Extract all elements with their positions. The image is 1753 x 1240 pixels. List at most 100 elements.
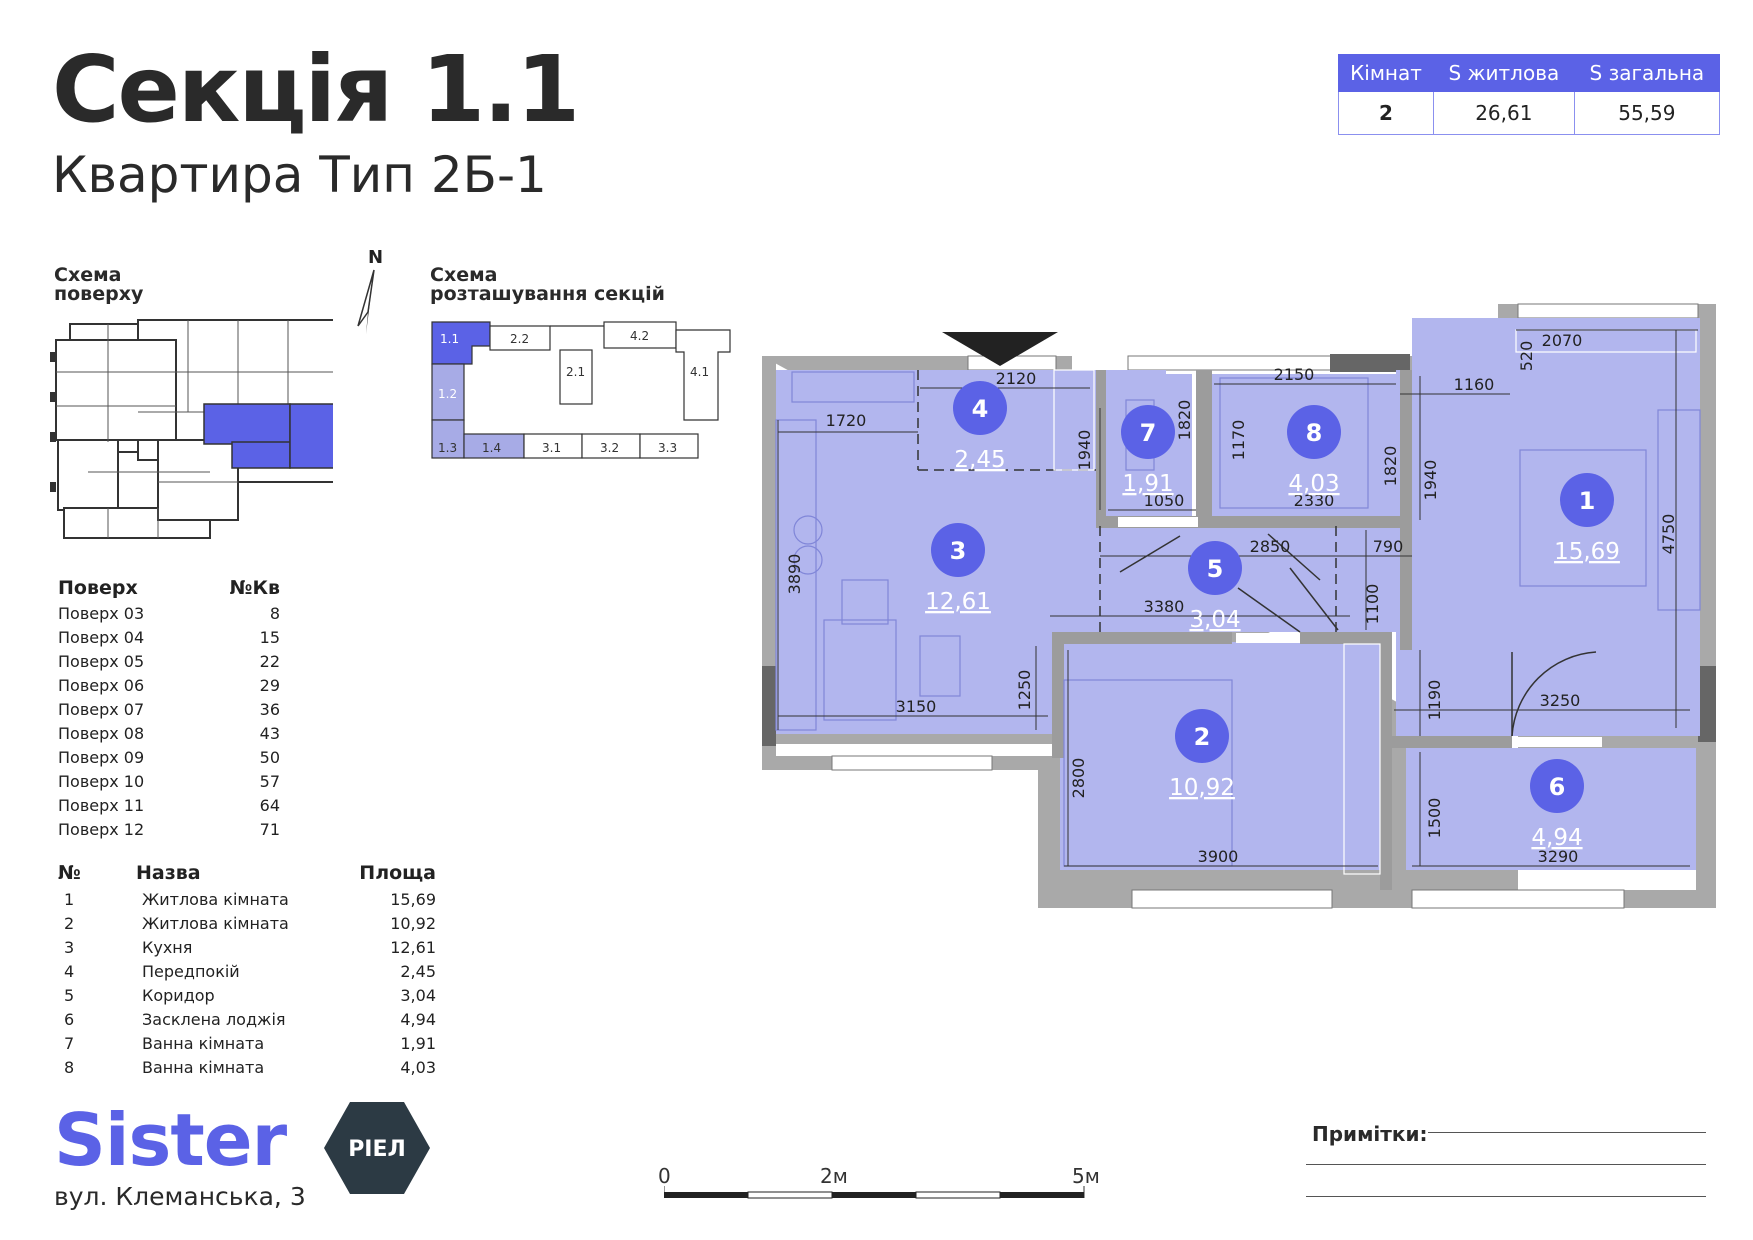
dimension-label: 2150 <box>1274 365 1315 384</box>
sections-scheme-label: Схема розташування секцій <box>430 266 665 304</box>
dimension-label: 1250 <box>1015 670 1034 711</box>
dimension-label: 1500 <box>1425 798 1444 839</box>
section-4-2: 4.2 <box>630 329 649 343</box>
summary-total-area: 55,59 <box>1573 91 1721 135</box>
summary-rooms: 2 <box>1338 91 1434 135</box>
section-3-1: 3.1 <box>542 441 561 455</box>
room-badge-number: 3 <box>950 537 967 565</box>
notes-line-3 <box>1306 1196 1706 1197</box>
room-number: 2 <box>64 914 75 933</box>
sections-scheme-label-1: Схема <box>430 264 498 286</box>
summary-header-rooms: Кімнат <box>1338 54 1434 92</box>
dimension-label: 2120 <box>996 369 1037 388</box>
dimension-label: 2070 <box>1542 331 1583 350</box>
highlighted-apartment <box>203 403 333 469</box>
floor-scheme-label: Схема поверху <box>54 266 143 304</box>
floor-scheme-label-2: поверху <box>54 283 144 305</box>
room-area-label: 15,69 <box>1554 539 1620 565</box>
dimension-label: 2850 <box>1250 537 1291 556</box>
dimension-label: 1940 <box>1421 460 1440 501</box>
room-badge-circle <box>1188 541 1242 595</box>
dimension-label: 3900 <box>1198 847 1239 866</box>
room-number: 8 <box>64 1058 75 1077</box>
room-number: 3 <box>64 938 75 957</box>
room-badge-circle <box>953 381 1007 435</box>
scale-label-2m: 2м <box>820 1164 848 1188</box>
room-area-label: 4,03 <box>1288 471 1339 497</box>
section-1-2: 1.2 <box>438 387 457 401</box>
floor-apt-number: 43 <box>259 724 280 743</box>
room-area: 10,92 <box>390 914 436 933</box>
dimension-label: 1820 <box>1381 446 1400 487</box>
notes-line-1 <box>1428 1132 1706 1133</box>
dimension-label: 520 <box>1517 341 1536 372</box>
floors-header-floor: Поверх <box>58 577 138 599</box>
room-row: 8 Ванна кімната 4,03 <box>58 1056 436 1080</box>
floor-name: Поверх 11 <box>58 796 145 815</box>
dimension-label: 3150 <box>896 697 937 716</box>
room-area: 15,69 <box>390 890 436 909</box>
dimension-label: 3380 <box>1144 597 1185 616</box>
dimension-label: 4750 <box>1659 514 1678 555</box>
room-name: Передпокій <box>142 962 240 981</box>
brand-badge: РІЕЛ <box>324 1102 430 1194</box>
dimension-label: 3890 <box>785 554 804 595</box>
floor-row: Поверх 12 71 <box>58 818 280 842</box>
dimension-label: 3250 <box>1540 691 1581 710</box>
room-badge-circle <box>1287 405 1341 459</box>
floor-name: Поверх 08 <box>58 724 145 743</box>
rooms-header-name: Назва <box>136 862 201 884</box>
rooms-header-area: Площа <box>359 862 436 884</box>
room-name: Засклена лоджія <box>142 1010 286 1029</box>
room-number: 5 <box>64 986 75 1005</box>
room-area: 4,03 <box>400 1058 436 1077</box>
sections-scheme-label-2: розташування секцій <box>430 283 665 305</box>
sections-scheme-map: 1.1 2.2 4.2 2.1 4.1 1.2 1.3 1.4 3.1 3.2 … <box>431 321 731 459</box>
section-1-1: 1.1 <box>440 332 459 346</box>
room-area: 1,91 <box>400 1034 436 1053</box>
floor-name: Поверх 12 <box>58 820 145 839</box>
room-badge-number: 8 <box>1306 419 1323 447</box>
dimension-label: 1100 <box>1363 584 1382 625</box>
room-name: Житлова кімната <box>142 890 289 909</box>
room-badge-circle <box>931 523 985 577</box>
floor-name: Поверх 05 <box>58 652 145 671</box>
room-area: 12,61 <box>390 938 436 957</box>
room-name: Ванна кімната <box>142 1058 265 1077</box>
room-badge-number: 2 <box>1194 723 1211 751</box>
rooms-header-num: № <box>58 862 81 884</box>
north-arrow-icon <box>357 269 375 334</box>
floor-apt-number: 71 <box>259 820 280 839</box>
floor-apt-number: 15 <box>259 628 280 647</box>
room-area-label: 12,61 <box>925 589 991 615</box>
room-badge-circle <box>1175 709 1229 763</box>
north-label: N <box>368 247 384 268</box>
floor-apt-number: 50 <box>259 748 280 767</box>
floor-name: Поверх 03 <box>58 604 145 623</box>
floor-name: Поверх 06 <box>58 676 145 695</box>
section-2-1: 2.1 <box>566 365 585 379</box>
section-3-2: 3.2 <box>600 441 619 455</box>
room-area-label: 3,04 <box>1189 607 1240 633</box>
summary-living-area: 26,61 <box>1432 91 1575 135</box>
scale-label-5m: 5м <box>1072 1164 1100 1188</box>
room-area: 2,45 <box>400 962 436 981</box>
room-badge-number: 6 <box>1549 773 1566 801</box>
room-name: Житлова кімната <box>142 914 289 933</box>
notes-line-2 <box>1306 1164 1706 1165</box>
apartment-type: Квартира Тип 2Б-1 <box>52 146 547 204</box>
dimension-label: 2800 <box>1069 758 1088 799</box>
room-area-label: 1,91 <box>1122 471 1173 497</box>
dimension-label: 790 <box>1373 537 1404 556</box>
